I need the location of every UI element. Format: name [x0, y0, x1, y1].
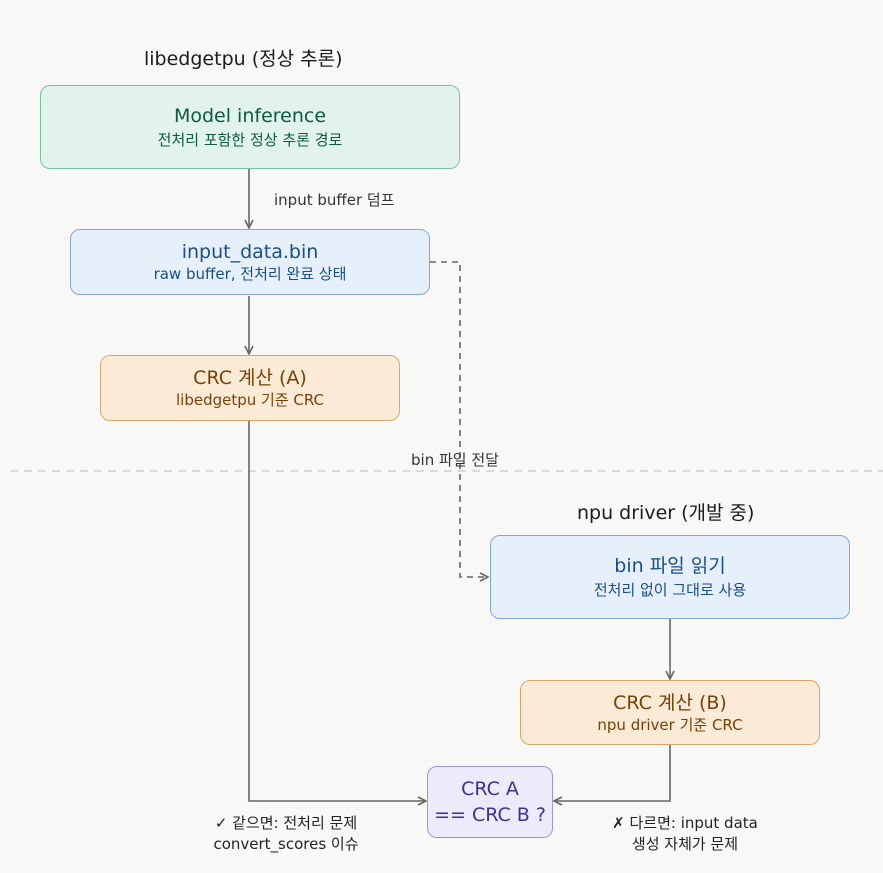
crc-a-node: CRC 계산 (A) libedgetpu 기준 CRC — [100, 355, 400, 421]
outcome-line-1: ✓ 같으면: 전처리 문제 — [214, 814, 358, 832]
dump-edge-label: input buffer 덤프 — [274, 191, 395, 209]
outcome-line-2: convert_scores 이슈 — [213, 835, 359, 853]
compare-line-1: CRC A — [461, 778, 519, 800]
same-outcome-label: ✓ 같으면: 전처리 문제 convert_scores 이슈 — [186, 813, 386, 855]
bin-read-node: bin 파일 읽기 전처리 없이 그대로 사용 — [490, 535, 850, 619]
input-data-node: input_data.bin raw buffer, 전처리 완료 상태 — [70, 229, 430, 295]
outcome-line-1: ✗ 다르면: input data — [612, 814, 758, 832]
top-section-title: libedgetpu (정상 추론) — [144, 48, 343, 70]
bottom-section-title: npu driver (개발 중) — [577, 502, 755, 524]
compare-line-2: == CRC B ? — [434, 804, 546, 826]
different-outcome-label: ✗ 다르면: input data 생성 자체가 문제 — [590, 813, 780, 855]
node-title: input_data.bin — [181, 241, 319, 263]
crc-compare-node: CRC A == CRC B ? — [427, 766, 553, 838]
outcome-line-2: 생성 자체가 문제 — [631, 835, 739, 853]
node-title: bin 파일 읽기 — [614, 555, 726, 577]
arrow-transfer-dashed — [430, 261, 488, 577]
node-subtitle: raw buffer, 전처리 완료 상태 — [153, 265, 347, 283]
node-subtitle: npu driver 기준 CRC — [597, 715, 743, 734]
arrow-crc-a-to-compare — [248, 421, 426, 801]
node-subtitle: libedgetpu 기준 CRC — [175, 391, 325, 409]
crc-b-node: CRC 계산 (B) npu driver 기준 CRC — [520, 680, 820, 745]
model-inference-node: Model inference 전처리 포함한 정상 추론 경로 — [40, 85, 460, 169]
node-title: CRC 계산 (B) — [613, 691, 727, 714]
node-subtitle: 전처리 없이 그대로 사용 — [593, 581, 747, 599]
node-title: CRC 계산 (A) — [193, 367, 307, 389]
arrow-crc-b-to-compare — [554, 745, 671, 801]
node-subtitle: 전처리 포함한 정상 추론 경로 — [157, 131, 343, 149]
node-title: Model inference — [173, 105, 327, 127]
transfer-edge-label: bin 파일 전달 — [411, 451, 499, 469]
